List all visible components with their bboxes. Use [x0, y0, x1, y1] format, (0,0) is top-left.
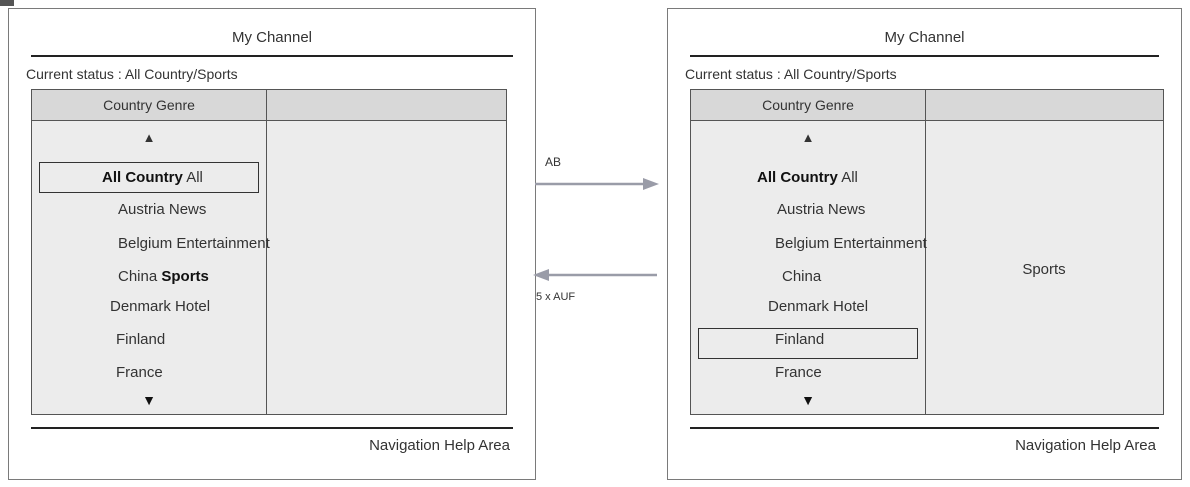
item-country: China [782, 268, 822, 285]
navigation-help-area: Navigation Help Area [1015, 437, 1156, 454]
item-country: Denmark [110, 298, 171, 315]
title-rule [31, 55, 513, 57]
corner-mark [0, 0, 14, 6]
item-genre: News [168, 201, 207, 218]
item-genre: All [186, 169, 203, 186]
title-rule [690, 55, 1159, 57]
item-country: Austria [118, 201, 165, 218]
list-item[interactable]: France [775, 364, 822, 381]
screen-right: My Channel Current status : All Country/… [667, 8, 1182, 480]
selection-highlight [698, 328, 918, 359]
forward-arrow-icon [535, 178, 659, 190]
navigation-help-area: Navigation Help Area [369, 437, 510, 454]
item-country: All Country [102, 169, 183, 186]
list-item[interactable]: China [782, 268, 821, 285]
item-country: Austria [777, 201, 824, 218]
list-item[interactable]: Denmark Hotel [110, 298, 210, 315]
list-item[interactable]: Finland [775, 331, 824, 348]
list-item[interactable]: Austria News [118, 201, 206, 218]
selection-highlight [39, 162, 259, 193]
item-genre: Entertainment [833, 235, 927, 252]
list-item[interactable]: Belgium Entertainment [118, 235, 270, 252]
item-country: Belgium [118, 235, 173, 252]
channel-panel: Country Genre ▲ All Country All Austria … [31, 89, 507, 415]
item-genre: Entertainment [176, 235, 270, 252]
back-arrow-icon [533, 269, 657, 281]
genre-detail: Sports [1022, 261, 1066, 278]
current-status: Current status : All Country/Sports [26, 66, 238, 82]
help-rule [31, 427, 513, 429]
panel-header: Country Genre [691, 90, 1163, 121]
item-country: China [118, 268, 158, 285]
back-label: 5 x AUF [536, 291, 576, 303]
scroll-down-icon[interactable]: ▼ [801, 392, 815, 408]
item-genre: News [827, 201, 866, 218]
list-item[interactable]: China Sports [118, 268, 209, 285]
list-item[interactable]: All Country All [102, 169, 203, 186]
forward-label: AB [545, 155, 562, 169]
list-item[interactable]: Finland [116, 331, 165, 348]
header-country-genre: Country Genre [103, 97, 195, 113]
scroll-up-icon[interactable]: ▲ [142, 130, 156, 145]
item-country: France [775, 364, 822, 381]
scroll-up-icon[interactable]: ▲ [801, 130, 815, 145]
list-item[interactable]: Denmark Hotel [768, 298, 868, 315]
help-rule [690, 427, 1159, 429]
screen-title: My Channel [884, 29, 965, 46]
list-item[interactable]: France [116, 364, 163, 381]
channel-panel: Country Genre ▲ All Country All Austria … [690, 89, 1164, 415]
column-divider [266, 90, 267, 414]
scroll-down-icon[interactable]: ▼ [142, 392, 156, 408]
item-genre: Sports [161, 268, 209, 285]
item-genre: Hotel [833, 298, 869, 315]
item-genre: All [841, 169, 858, 186]
screen-left: My Channel Current status : All Country/… [8, 8, 536, 480]
column-divider [925, 90, 926, 414]
item-country: France [116, 364, 163, 381]
item-country: Finland [775, 331, 825, 348]
current-status: Current status : All Country/Sports [685, 66, 897, 82]
panel-header: Country Genre [32, 90, 506, 121]
item-country: Denmark [768, 298, 829, 315]
header-country-genre: Country Genre [762, 97, 854, 113]
screen-title: My Channel [231, 29, 313, 46]
item-country: Finland [116, 331, 166, 348]
item-country: All Country [757, 169, 838, 186]
item-genre: Hotel [175, 298, 211, 315]
list-item[interactable]: Belgium Entertainment [775, 235, 927, 252]
item-country: Belgium [775, 235, 830, 252]
list-item[interactable]: All Country All [757, 169, 858, 186]
list-item[interactable]: Austria News [777, 201, 865, 218]
